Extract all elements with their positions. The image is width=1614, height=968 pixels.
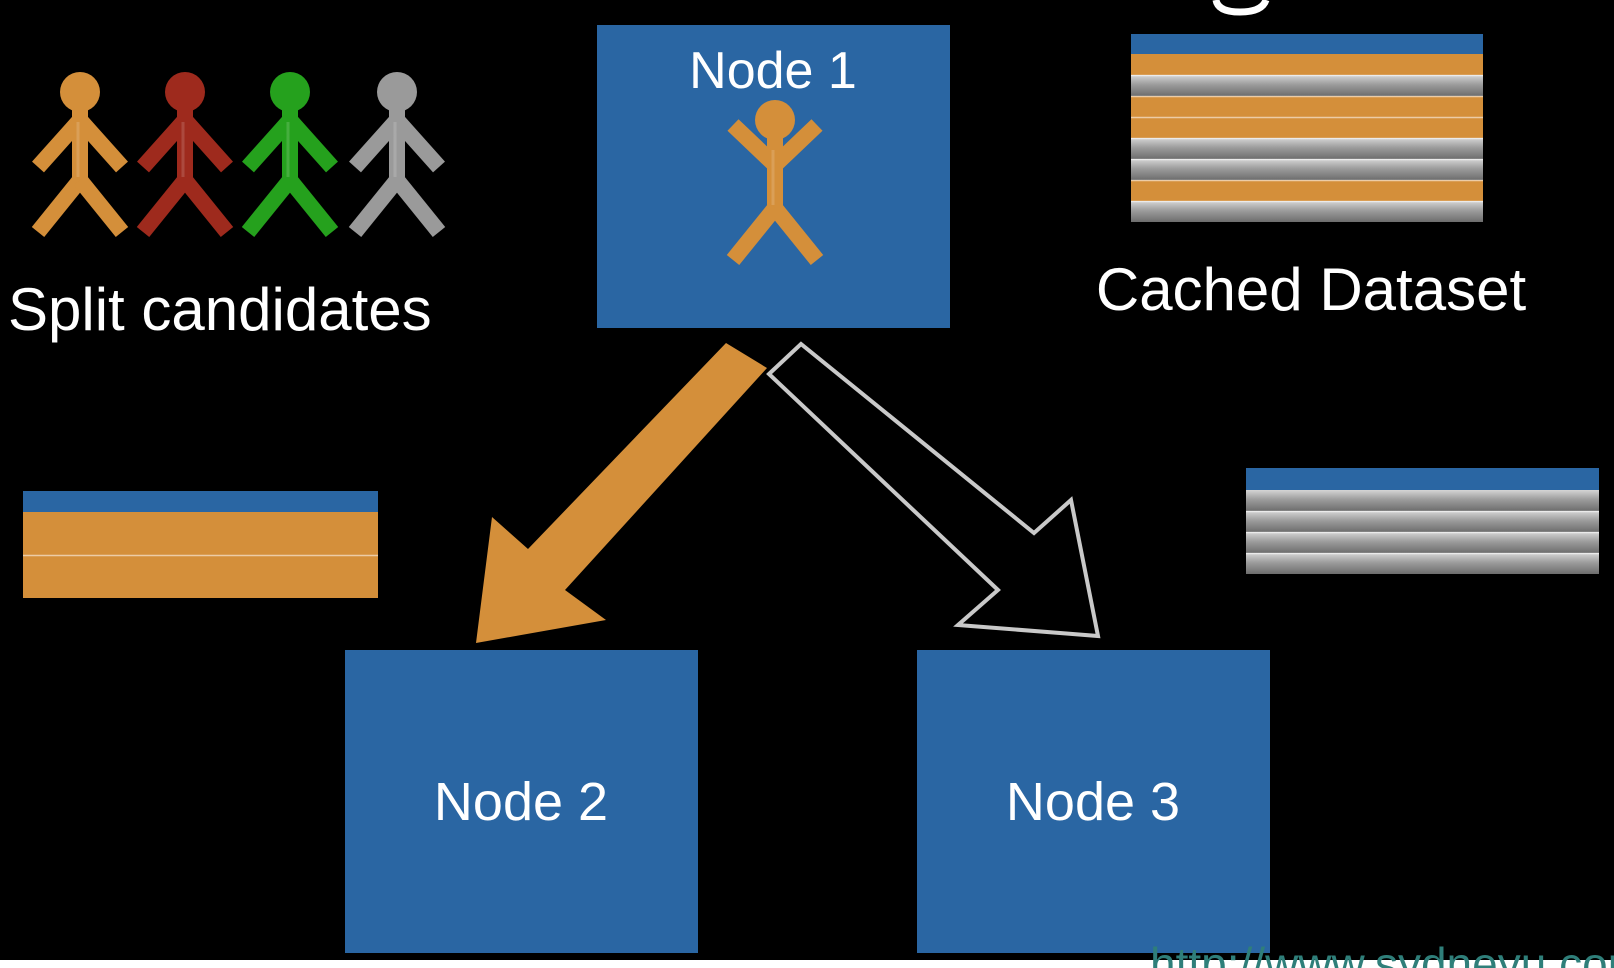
left-subset-header <box>23 491 378 512</box>
cached-dataset-row <box>1131 201 1483 222</box>
cached-dataset-row <box>1131 117 1483 138</box>
right-subset-row <box>1246 490 1599 511</box>
cached-dataset-row <box>1131 54 1483 75</box>
cached-dataset-row <box>1131 180 1483 201</box>
left-subset-row <box>23 555 378 598</box>
node-1-person-icon <box>726 100 824 266</box>
watermark-text: http://www.sydneyu.com <box>1150 938 1614 968</box>
candidate-orange-person-icon <box>31 72 129 238</box>
node-2-label: Node 2 <box>434 772 608 832</box>
arrow-down-left-icon <box>476 343 767 643</box>
node-1-label: Node 1 <box>689 42 857 100</box>
cached-dataset-row <box>1131 96 1483 117</box>
cached-dataset-header <box>1131 34 1483 54</box>
right-subset-header <box>1246 468 1599 490</box>
split-candidates-label: Split candidates <box>8 276 432 343</box>
cached-dataset-label: Cached Dataset <box>1096 256 1527 323</box>
arrow-down-right-icon <box>766 341 1101 639</box>
left-subset-row <box>23 512 378 555</box>
cached-dataset-table <box>1131 34 1483 222</box>
right-subset-row <box>1246 511 1599 532</box>
cut-off-title-glyph <box>1212 0 1270 16</box>
left-subset-table <box>23 491 378 598</box>
split-candidates-figures <box>31 72 446 238</box>
node-1-orange-person-icon <box>726 100 824 266</box>
cached-dataset-row <box>1131 138 1483 159</box>
cached-dataset-row <box>1131 75 1483 96</box>
node-3-label: Node 3 <box>1006 772 1180 832</box>
right-subset-row <box>1246 532 1599 553</box>
candidate-gray-person-icon <box>348 72 446 238</box>
node-3-box <box>917 650 1270 953</box>
cached-dataset-row <box>1131 159 1483 180</box>
candidate-green-person-icon <box>241 72 339 238</box>
candidate-red-person-icon <box>136 72 234 238</box>
right-subset-table <box>1246 468 1599 574</box>
node-2-box <box>345 650 698 953</box>
right-subset-row <box>1246 553 1599 574</box>
